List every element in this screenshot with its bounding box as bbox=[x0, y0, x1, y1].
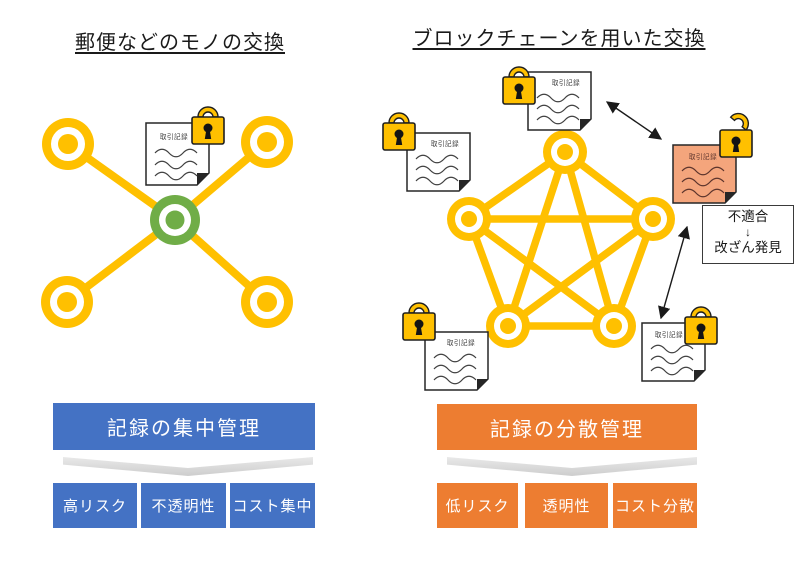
wavy-line bbox=[154, 148, 198, 158]
double-arrow bbox=[605, 101, 663, 140]
node-dot bbox=[645, 211, 661, 227]
double-arrow bbox=[658, 225, 690, 320]
lock-shackle bbox=[508, 66, 530, 78]
network-node bbox=[241, 276, 293, 328]
node-dot bbox=[606, 318, 622, 334]
document-lines bbox=[415, 154, 459, 186]
keyword-box-opacity: 不透明性 bbox=[141, 483, 226, 528]
lock-keyhole bbox=[203, 123, 213, 139]
document-label: 取引記録 bbox=[689, 152, 717, 161]
node-dot bbox=[257, 292, 277, 312]
network-node bbox=[592, 304, 636, 348]
open-lock-icon bbox=[719, 112, 753, 158]
centralized-network-diagram: 取引記録 bbox=[41, 106, 293, 328]
document-icon: 取引記録 bbox=[527, 71, 592, 131]
left-section-title: 郵便などのモノの交換 bbox=[75, 32, 285, 54]
lock-keyhole bbox=[731, 136, 741, 152]
document-lines bbox=[154, 148, 198, 181]
keyword-box-low-risk: 低リスク bbox=[437, 483, 518, 528]
network-node bbox=[241, 116, 293, 168]
network-node bbox=[447, 197, 491, 241]
node-dot bbox=[557, 144, 573, 160]
node-dot bbox=[500, 318, 516, 334]
lock-keyhole bbox=[696, 323, 706, 339]
document-icon: 取引記録 bbox=[424, 331, 489, 391]
node-dot bbox=[257, 132, 277, 152]
node-dot bbox=[57, 292, 77, 312]
tampered-document-icon: 取引記録 bbox=[672, 144, 737, 204]
central-node bbox=[150, 195, 200, 245]
lock-shackle bbox=[690, 306, 712, 318]
network-edge bbox=[504, 150, 569, 328]
network-edge bbox=[561, 150, 618, 328]
network-edges bbox=[465, 148, 657, 330]
document-label: 取引記録 bbox=[655, 330, 683, 339]
keyword-box-transparency: 透明性 bbox=[525, 483, 608, 528]
lock-keyhole bbox=[394, 129, 404, 145]
network-node bbox=[631, 197, 675, 241]
distributed-network-diagram: 取引記録 取引記録 bbox=[382, 66, 753, 391]
chevron-down-icon bbox=[447, 457, 697, 476]
document-lines bbox=[433, 353, 477, 385]
document-lines bbox=[681, 166, 725, 198]
lock-shackle bbox=[408, 302, 430, 314]
network-node bbox=[41, 276, 93, 328]
document-lines bbox=[650, 344, 694, 376]
sync-arrows bbox=[605, 101, 690, 320]
lock-keyhole bbox=[414, 319, 424, 335]
document-fold bbox=[694, 370, 705, 381]
document-label: 取引記録 bbox=[447, 338, 475, 347]
node-dot bbox=[165, 210, 185, 230]
wavy-line bbox=[154, 160, 198, 170]
keyword-box-cost-concentration: コスト集中 bbox=[230, 483, 315, 528]
left-banner: 記録の集中管理 bbox=[53, 403, 315, 450]
lock-shackle bbox=[197, 106, 219, 118]
node-dot bbox=[58, 134, 78, 154]
lock-shackle-open bbox=[729, 112, 750, 131]
wavy-line bbox=[154, 171, 198, 181]
right-banner: 記録の分散管理 bbox=[437, 404, 697, 450]
document-label: 取引記録 bbox=[160, 132, 188, 141]
note-line: 改ざん発見 bbox=[714, 239, 782, 255]
network-node bbox=[486, 304, 530, 348]
note-line: 不適合 bbox=[727, 209, 769, 224]
right-section-title: ブロックチェーンを用いた交換 bbox=[412, 28, 706, 50]
tamper-note: 不適合 ↓ 改ざん発見 bbox=[702, 205, 794, 264]
document-fold bbox=[580, 119, 591, 130]
document-label: 取引記録 bbox=[552, 78, 580, 87]
document-fold bbox=[459, 180, 470, 191]
down-arrow-glyph: ↓ bbox=[745, 225, 751, 240]
document-fold bbox=[725, 192, 736, 203]
closed-lock-icon bbox=[502, 66, 536, 105]
keyword-box-cost-distribution: コスト分散 bbox=[613, 483, 697, 528]
closed-lock-icon bbox=[191, 106, 225, 145]
closed-lock-icon bbox=[402, 302, 436, 341]
keyword-box-high-risk: 高リスク bbox=[53, 483, 137, 528]
closed-lock-icon bbox=[382, 112, 416, 151]
document-fold bbox=[477, 379, 488, 390]
lock-keyhole bbox=[514, 83, 524, 99]
closed-lock-icon bbox=[684, 306, 718, 345]
lock-shackle bbox=[388, 112, 410, 124]
document-lines bbox=[536, 93, 580, 125]
network-node bbox=[543, 130, 587, 174]
chevron-down-icon bbox=[63, 457, 313, 476]
document-icon: 取引記録 bbox=[406, 132, 471, 192]
network-edge bbox=[505, 215, 656, 330]
node-dot bbox=[461, 211, 477, 227]
network-node bbox=[42, 118, 94, 170]
document-label: 取引記録 bbox=[431, 139, 459, 148]
document-fold bbox=[197, 173, 209, 185]
network-edge bbox=[466, 215, 617, 330]
